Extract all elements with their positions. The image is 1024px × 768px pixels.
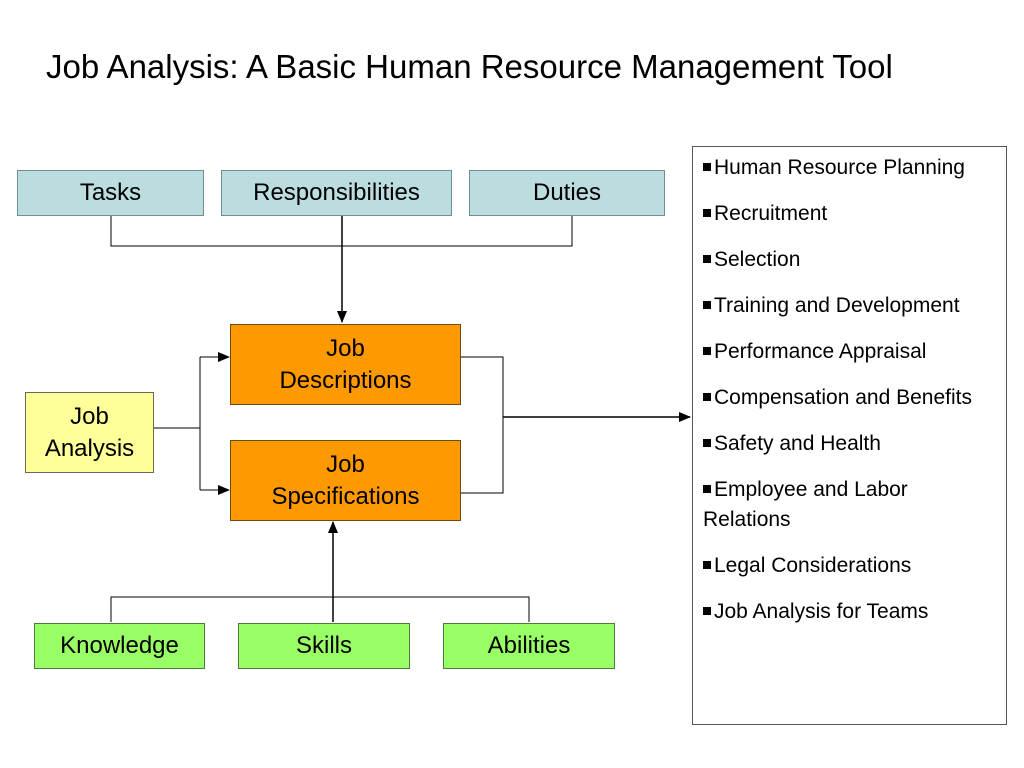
skills-box: Skills [238, 623, 410, 669]
square-bullet-icon [703, 393, 711, 401]
square-bullet-icon [703, 439, 711, 447]
square-bullet-icon [703, 347, 711, 355]
list-item: Human Resource Planning [703, 153, 998, 183]
responsibilities-label: Responsibilities [253, 179, 420, 207]
abilities-box: Abilities [443, 623, 615, 669]
duties-label: Duties [532, 179, 602, 207]
square-bullet-icon [703, 163, 711, 171]
job-specifications-box: Job Specifications [230, 440, 461, 521]
slide-title: Job Analysis: A Basic Human Resource Man… [46, 48, 893, 85]
list-item: Employee and Labor Relations [703, 478, 908, 531]
bottom-bracket-line [110, 596, 530, 622]
abilities-label: Abilities [487, 632, 571, 660]
list-item: Job Analysis for Teams [703, 597, 998, 627]
list-item: Performance Appraisal [703, 337, 998, 367]
list-item: Recruitment [703, 199, 998, 229]
job-analysis-box: Job Analysis [25, 392, 154, 473]
square-bullet-icon [703, 607, 711, 615]
square-bullet-icon [703, 561, 711, 569]
tasks-label: Tasks [79, 179, 142, 207]
skills-label: Skills [295, 632, 352, 660]
list-item: Safety and Health [703, 429, 998, 459]
square-bullet-icon [703, 209, 711, 217]
tasks-box: Tasks [17, 170, 204, 216]
list-item: Compensation and Benefits [703, 383, 998, 413]
square-bullet-icon [703, 255, 711, 263]
job-analysis-label: Job Analysis [44, 403, 135, 462]
job-descriptions-box: Job Descriptions [230, 324, 461, 405]
duties-box: Duties [469, 170, 665, 216]
list-item: Legal Considerations [703, 551, 998, 581]
square-bullet-icon [703, 301, 711, 309]
square-bullet-icon [703, 485, 711, 493]
hr-applications-list: Human Resource Planning Recruitment Sele… [703, 153, 998, 627]
knowledge-label: Knowledge [60, 632, 179, 660]
knowledge-box: Knowledge [34, 623, 205, 669]
hr-applications-box: Human Resource Planning Recruitment Sele… [692, 146, 1007, 725]
job-specifications-label: Job Specifications [271, 451, 420, 510]
job-descriptions-label: Job Descriptions [279, 335, 412, 394]
list-item: Training and Development [703, 291, 998, 321]
responsibilities-box: Responsibilities [221, 170, 452, 216]
merge-bracket-line [461, 356, 504, 494]
list-item: Selection [703, 245, 998, 275]
